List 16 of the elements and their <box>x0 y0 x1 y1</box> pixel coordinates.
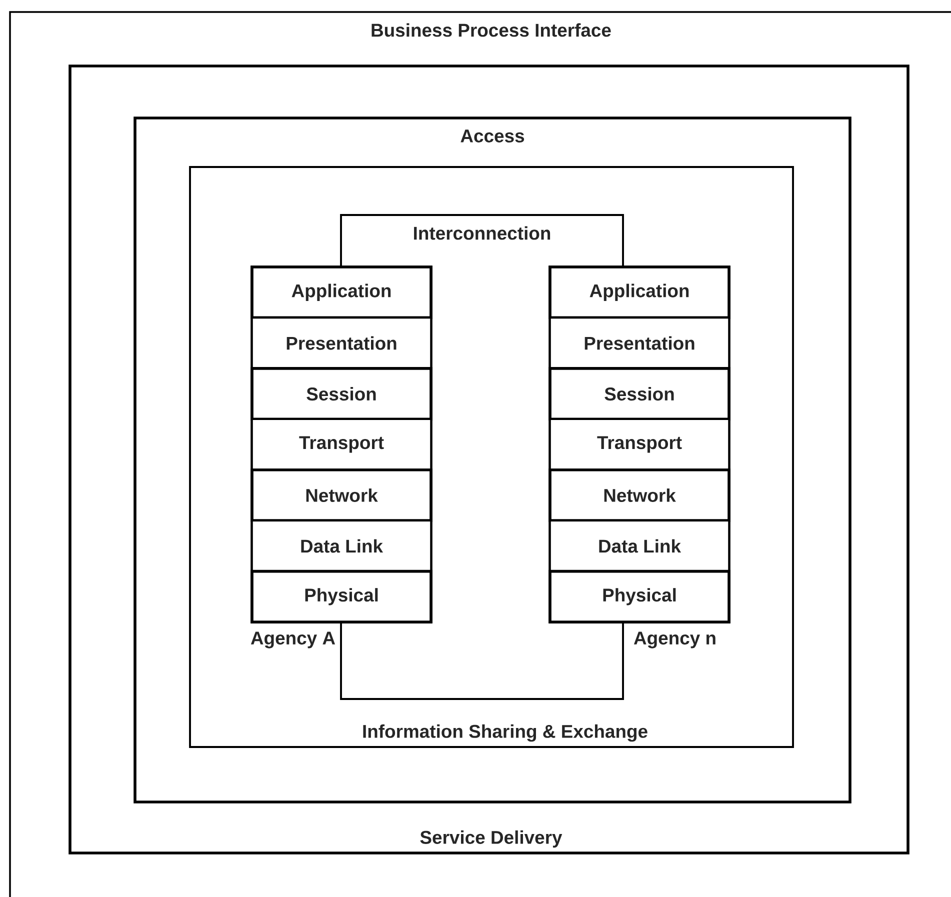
node-label: Agency A <box>250 632 336 648</box>
layer-cell: Physical <box>250 570 432 624</box>
layer-cell: Application <box>250 266 432 320</box>
layer-cell: Session <box>250 367 432 421</box>
layer-cell: Data Link <box>251 520 432 572</box>
layer-cell: Physical <box>548 570 730 624</box>
layer-cell: Network <box>250 468 432 522</box>
layer-cell: Session <box>548 367 730 421</box>
layer-cell: Network <box>548 468 730 522</box>
layer-cell: Presentation <box>549 316 730 370</box>
layer-cell: Transport <box>549 418 730 471</box>
node-label: Agency n <box>634 632 716 648</box>
layer-cell: Presentation <box>251 316 432 370</box>
layer-cell: Data Link <box>549 520 730 572</box>
layer-cell: Application <box>548 266 730 320</box>
layer-cell: Transport <box>251 418 432 471</box>
